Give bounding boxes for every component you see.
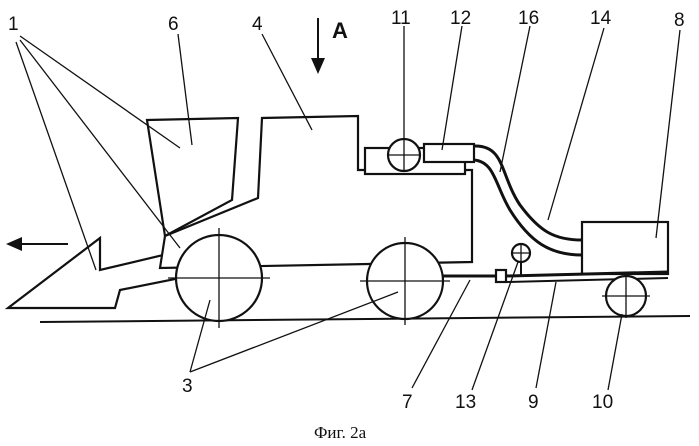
view-a-arrow-icon [311,18,325,74]
trailer-box [582,222,668,274]
callout-14: 14 [590,8,612,29]
callout-1: 1 [8,14,19,35]
callout-9: 9 [528,392,539,413]
callout-6: 6 [168,14,179,35]
callout-7: 7 [402,392,413,413]
view-a-label: A [332,18,348,43]
figure-caption: Фиг. 2а [314,423,367,442]
callout-10: 10 [592,392,613,413]
coupling [496,270,506,282]
callout-4: 4 [252,14,263,35]
callout-3: 3 [182,376,193,397]
callout-11: 11 [391,8,411,29]
callout-13: 13 [455,392,476,413]
callout-16: 16 [518,8,539,29]
callout-12: 12 [450,8,471,29]
ground-line [40,316,690,322]
trailer-frame [506,272,668,276]
callout-8: 8 [674,10,685,31]
travel-direction-arrow-icon [6,237,68,251]
hose-14 [474,160,582,255]
pipe-12 [424,144,474,162]
